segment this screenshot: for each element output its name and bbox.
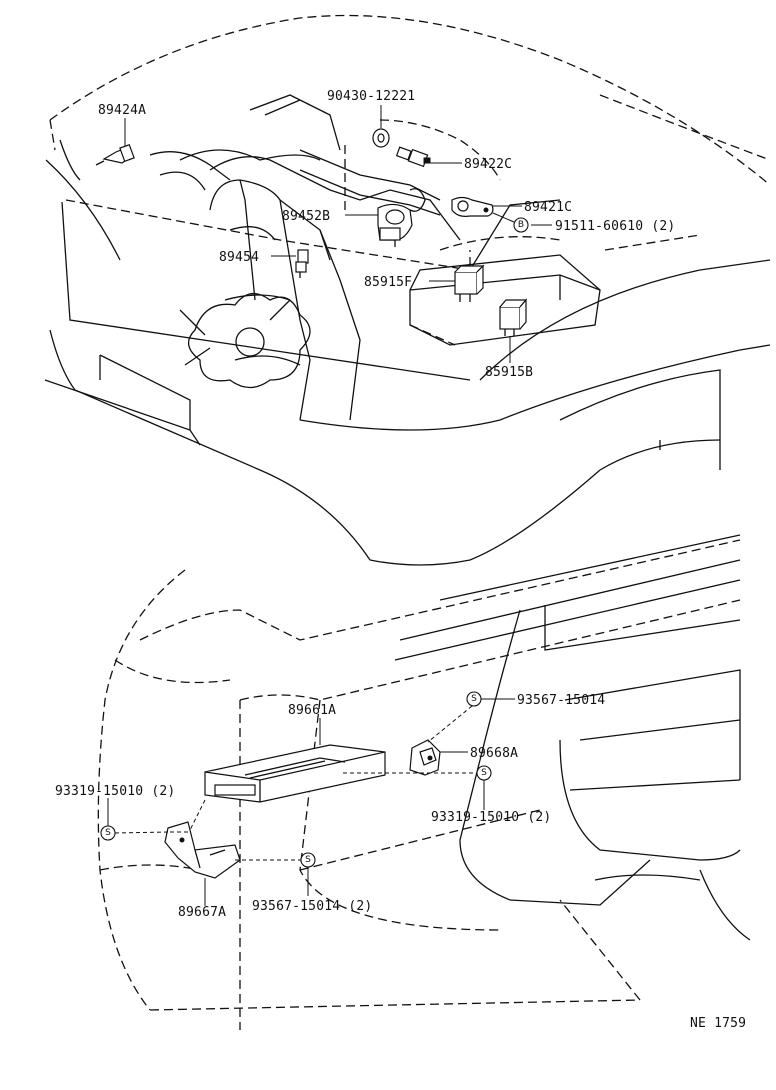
engine-bay-illustration <box>44 14 771 566</box>
label-90430-12221: 90430-12221 <box>327 89 415 104</box>
leader-lines-lower <box>107 698 515 906</box>
label-93567-15014-top: 93567-15014 <box>517 693 605 708</box>
svg-text:S: S <box>481 768 487 778</box>
part-89424A-sensor <box>95 143 135 166</box>
label-85915B: 85915B <box>485 365 533 380</box>
label-89667A: 89667A <box>178 905 226 920</box>
screw-marker-left: S <box>100 825 116 841</box>
diagram-code: NE 1759 <box>690 1016 746 1031</box>
part-89452B-throttle-sensor <box>377 203 413 241</box>
part-89454-sensor <box>295 249 309 278</box>
part-90430-12221-gasket <box>372 128 390 148</box>
label-93319-15010-left: 93319-15010 (2) <box>55 784 175 799</box>
svg-text:S: S <box>105 828 111 838</box>
part-85915B-relay <box>499 298 528 336</box>
part-85915F-relay <box>454 264 485 302</box>
svg-text:S: S <box>471 694 477 704</box>
label-89452B: 89452B <box>282 209 330 224</box>
screw-marker-bottom: S <box>300 852 316 868</box>
label-93319-15010-right: 93319-15010 (2) <box>431 810 551 825</box>
label-85915F: 85915F <box>364 275 412 290</box>
bolt-marker-B: B <box>513 217 529 233</box>
part-89421C-sensor <box>451 196 494 217</box>
label-89668A: 89668A <box>470 746 518 761</box>
leader-lines-upper <box>124 105 552 363</box>
screw-marker-top: S <box>466 691 482 707</box>
label-89424A: 89424A <box>98 103 146 118</box>
screw-marker-right: S <box>476 765 492 781</box>
part-89661A-ecu <box>204 744 386 803</box>
label-89661A: 89661A <box>288 703 336 718</box>
interior-illustration <box>97 534 751 1030</box>
label-89422C: 89422C <box>464 157 512 172</box>
part-number-labels: 90430-12221 89424A 89422C 89421C 91511-6… <box>55 89 746 1031</box>
svg-text:B: B <box>518 220 524 230</box>
part-89668A-bracket <box>409 739 441 776</box>
part-89667A-bracket <box>164 821 241 879</box>
label-89421C: 89421C <box>524 200 572 215</box>
part-89422C-sensor <box>395 146 431 168</box>
label-89454: 89454 <box>219 250 259 265</box>
label-91511-60610: 91511-60610 (2) <box>555 219 675 234</box>
svg-text:S: S <box>305 855 311 865</box>
label-93567-15014-bottom: 93567-15014 (2) <box>252 899 372 914</box>
